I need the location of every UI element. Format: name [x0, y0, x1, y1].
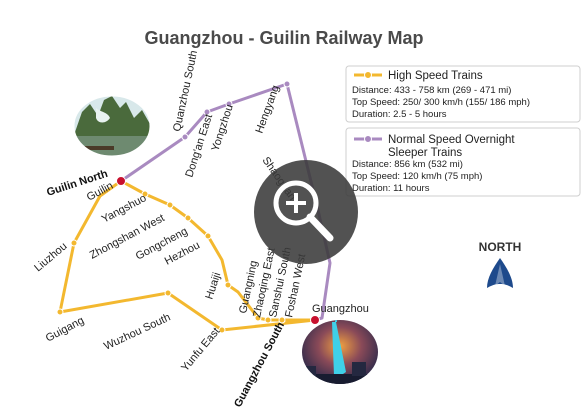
legend-normal-speed-top-speed: Top Speed: 120 km/h (75 mph) [352, 171, 482, 182]
normal-speed-stations [181, 80, 291, 141]
legend-normal-speed-distance: Distance: 856 km (532 mi) [352, 159, 463, 170]
station-dot-guangning[interactable] [254, 314, 262, 322]
north-label: NORTH [479, 240, 522, 254]
label-yangshuo: Yangshuo [100, 192, 149, 225]
station-dot-hezhou[interactable] [204, 232, 212, 240]
legend-high-speed-duration: Duration: 2.5 - 5 hours [352, 109, 447, 120]
zoom-in-button[interactable] [254, 160, 358, 264]
station-dot-yunfu-east[interactable] [218, 326, 226, 334]
guilin-photo [74, 96, 150, 156]
station-dot-guigang[interactable] [56, 308, 64, 316]
station-dot-dongan-east[interactable] [203, 108, 211, 116]
station-dot-gongcheng[interactable] [184, 214, 192, 222]
legend-normal-speed: Normal Speed Overnight Sleeper Trains Di… [345, 127, 581, 197]
legend-high-speed-top-speed: Top Speed: 250/ 300 km/h (155/ 186 mph) [352, 97, 530, 108]
station-dot-wuzhou-south[interactable] [164, 289, 172, 297]
legend-high-speed-distance: Distance: 433 - 758 km (269 - 471 mi) [352, 85, 511, 96]
label-yunfu-east: Yunfu East [179, 325, 222, 373]
legend-high-speed: High Speed Trains Distance: 433 - 758 km… [345, 65, 581, 123]
map-title: Guangzhou - Guilin Railway Map [144, 28, 423, 48]
terminal-guilin-north[interactable] [116, 176, 126, 186]
station-dot-zhongshan-west[interactable] [166, 201, 174, 209]
terminal-guangzhou-south[interactable] [310, 315, 320, 325]
label-quanzhou-south: Quanzhou South [171, 49, 200, 132]
station-dot-yongzhou[interactable] [225, 100, 233, 108]
compass-arrow-icon [487, 258, 513, 288]
legend-high-speed-title: High Speed Trains [388, 70, 483, 82]
station-dot-quanzhou-south[interactable] [181, 133, 189, 141]
guangzhou-photo [302, 320, 378, 384]
legend-normal-speed-title-1: Normal Speed Overnight [388, 134, 515, 146]
station-dot-liuzhou[interactable] [70, 239, 78, 247]
legend-normal-speed-duration: Duration: 11 hours [352, 183, 430, 194]
label-guangzhou-south: Guangzhou South [232, 320, 287, 409]
label-guangzhou: Guangzhou [312, 303, 369, 315]
label-hengyang: Hengyang [254, 84, 282, 135]
label-liuzhou: Liuzhou [32, 240, 69, 274]
label-huaiji: Huaiji [203, 271, 223, 301]
station-dot-zhaoqing-east[interactable] [264, 316, 272, 324]
zoom-in-magnifier-icon [273, 180, 334, 242]
station-dot-sanshui-south[interactable] [278, 316, 286, 324]
station-dot-huaiji[interactable] [224, 281, 232, 289]
label-wuzhou-south: Wuzhou South [102, 311, 172, 352]
label-guigang: Guigang [44, 315, 86, 345]
high-speed-stations [56, 177, 286, 334]
legend-normal-speed-title-2: Sleeper Trains [388, 147, 462, 159]
station-dot-hengyang[interactable] [283, 80, 291, 88]
station-dot-yangshuo[interactable] [141, 190, 149, 198]
